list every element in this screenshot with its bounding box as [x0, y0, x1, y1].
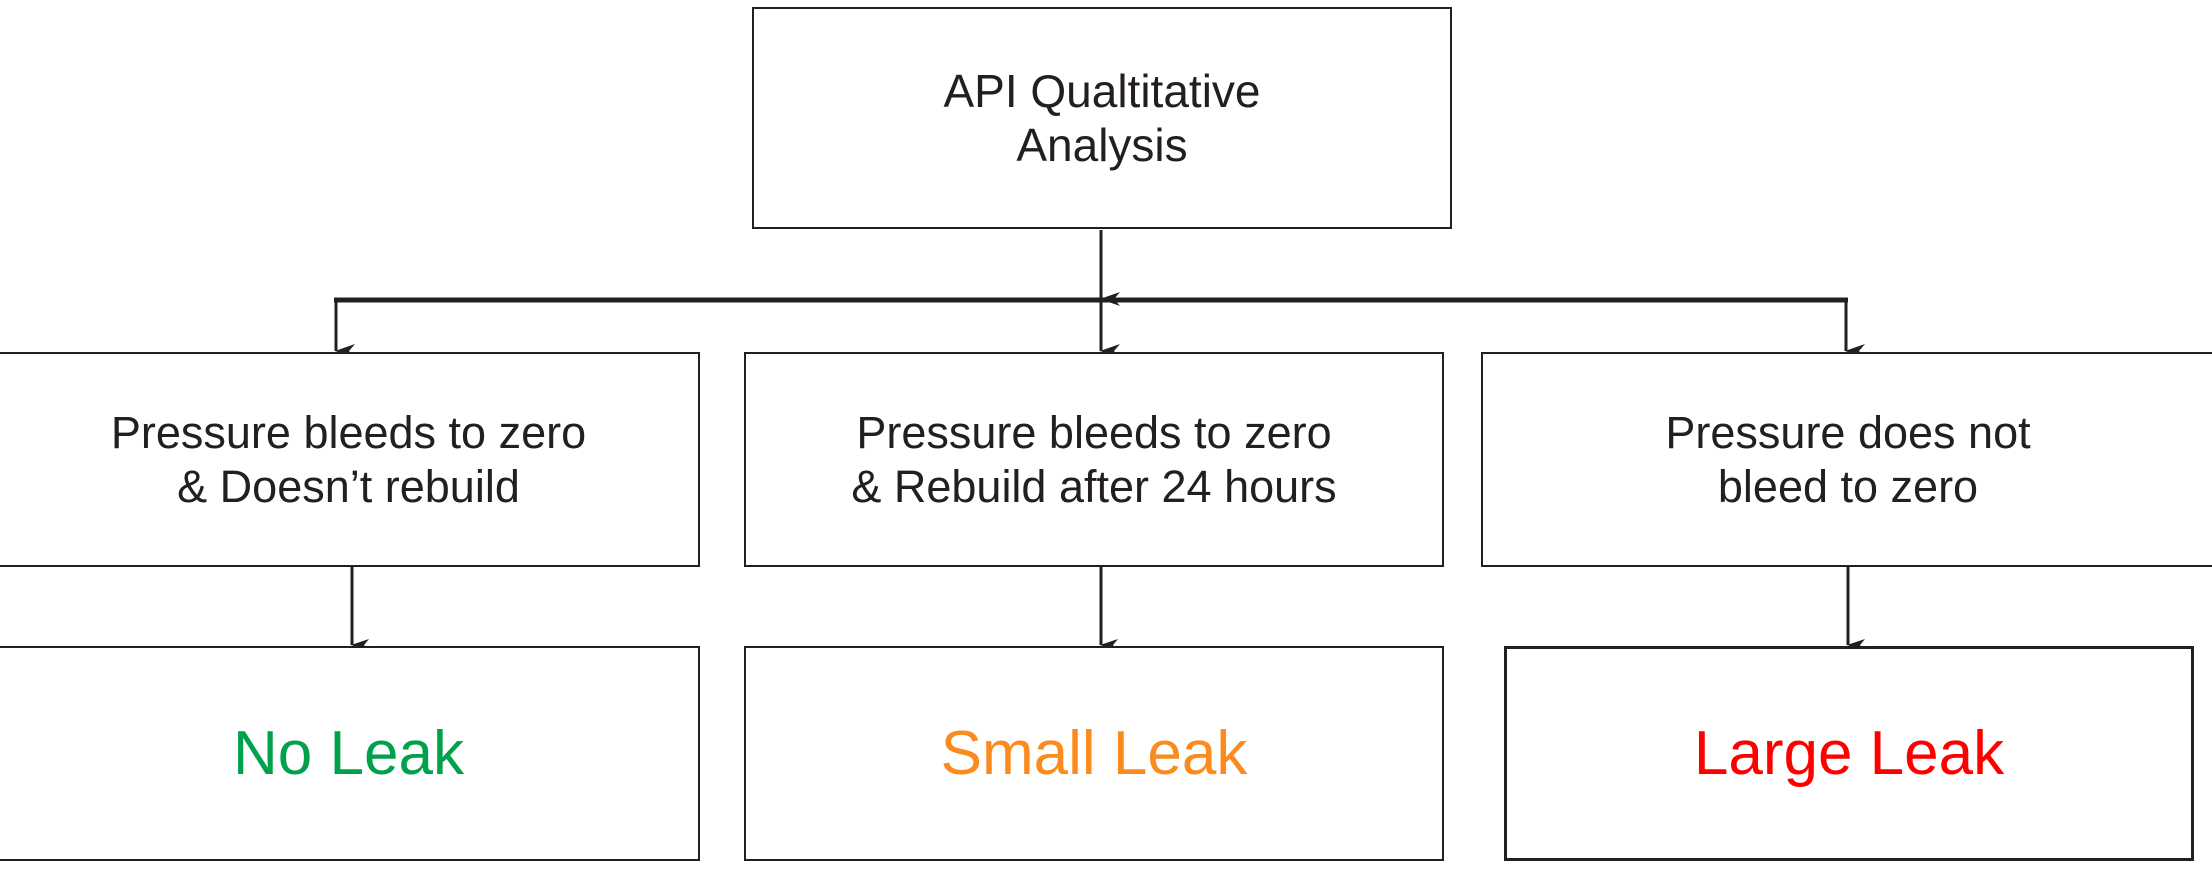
- node-outcome-small-leak[interactable]: Small Leak: [744, 646, 1444, 861]
- node-condition-1-label: Pressure bleeds to zero & Rebuild after …: [851, 407, 1337, 512]
- node-root-label: API Qualtitative Analysis: [943, 64, 1261, 171]
- node-outcome-no-leak[interactable]: No Leak: [0, 646, 700, 861]
- node-condition-0-label: Pressure bleeds to zero & Doesn’t rebuil…: [110, 407, 587, 512]
- node-condition-bleeds-no-rebuild[interactable]: Pressure bleeds to zero & Doesn’t rebuil…: [0, 352, 700, 567]
- node-api-qualitative-analysis[interactable]: API Qualtitative Analysis: [752, 7, 1452, 229]
- node-condition-2-label: Pressure does not bleed to zero: [1665, 407, 2031, 512]
- node-outcome-0-label: No Leak: [233, 718, 464, 788]
- node-outcome-2-label: Large Leak: [1693, 718, 2005, 788]
- node-outcome-1-label: Small Leak: [940, 718, 1248, 788]
- node-condition-no-bleed[interactable]: Pressure does not bleed to zero: [1481, 352, 2212, 567]
- node-outcome-large-leak[interactable]: Large Leak: [1504, 646, 2194, 861]
- node-condition-bleeds-rebuild-24h[interactable]: Pressure bleeds to zero & Rebuild after …: [744, 352, 1444, 567]
